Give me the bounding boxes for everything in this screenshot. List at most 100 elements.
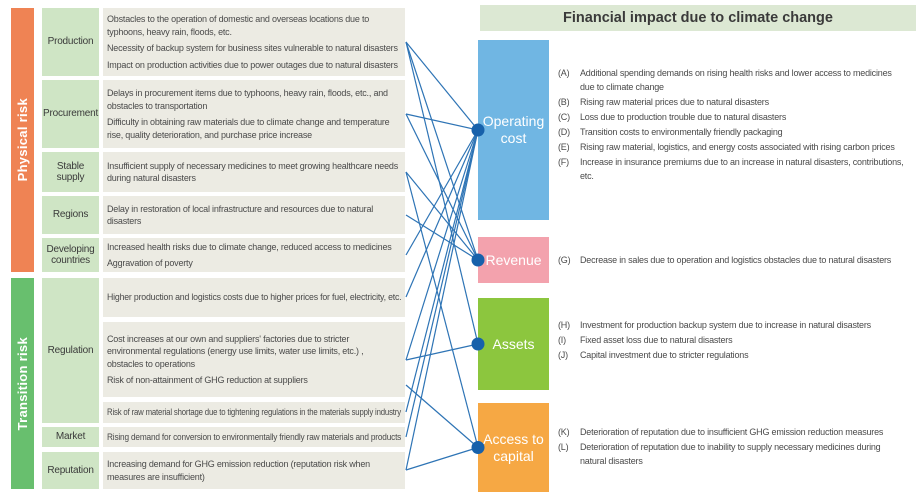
- impact-item-key: (F): [558, 157, 569, 167]
- text-line: Decrease in sales due to operation and l…: [580, 255, 892, 265]
- impact-list-operating-cost: (A) Additional spending demands on rising…: [558, 66, 914, 184]
- financial-impact-title: Financial impact due to climate change: [480, 5, 916, 31]
- risk-label-regions: Regions: [42, 196, 99, 234]
- risk-item: Increasing demand for GHG emission reduc…: [107, 458, 401, 483]
- text-line: measures are insufficient): [107, 471, 205, 482]
- risk-cell-procurement-0: Delays in procurement items due to typho…: [103, 80, 405, 148]
- risk-item: Higher production and logistics costs du…: [107, 291, 402, 304]
- impact-item-line: Additional spending demands on rising he…: [580, 66, 914, 80]
- impact-item-line: Deterioration of reputation due to inabi…: [580, 440, 914, 454]
- impact-item-text: Deterioration of reputation due to insuf…: [580, 425, 914, 439]
- impact-item: (I) Fixed asset loss due to natural disas…: [558, 333, 914, 347]
- impact-item-key: (H): [558, 320, 570, 330]
- impact-item-text: Decrease in sales due to operation and l…: [580, 253, 914, 267]
- risk-label-market: Market: [42, 427, 99, 447]
- text-line: Investment for production backup system …: [580, 320, 871, 330]
- sidebar-label-physical: Physical risk: [15, 98, 30, 182]
- text-line: rise, quality deterioration, and purchas…: [107, 129, 312, 140]
- text-line: Risk of raw material shortage due to tig…: [107, 407, 401, 418]
- impact-item: (B)Rising raw material prices due to nat…: [558, 95, 914, 109]
- risk-row-regions: Regions Delay in restoration of local inf…: [42, 196, 405, 234]
- impact-item-line: Rising raw material prices due to natura…: [580, 95, 914, 109]
- impact-item-key: (I): [558, 335, 566, 345]
- text-line: Risk of non-attainment of GHG reduction …: [107, 375, 308, 385]
- impact-item-key: (E): [558, 142, 570, 152]
- risk-label-procurement: Procurement: [42, 80, 99, 148]
- impact-item: (C)Loss due to production trouble due to…: [558, 110, 914, 124]
- connection-line-market-operating-cost: [405, 129, 479, 438]
- impact-item-line: Transition costs to environmentally frie…: [580, 125, 914, 139]
- connection-line-regulation-2-operating-cost: [405, 129, 479, 413]
- impact-item: (H) Investment for production backup syst…: [558, 318, 914, 332]
- risk-item-line: Delay in restoration of local infrastruc…: [107, 203, 401, 216]
- risk-row-procurement: Procurement Delays in procurement items d…: [42, 80, 405, 148]
- connection-line-stable-supply-access-capital: [405, 171, 479, 448]
- text-line: Increasing demand for GHG emission reduc…: [107, 459, 370, 469]
- risk-cell-stable-supply-0: Insufficient supply of necessary medicin…: [103, 152, 405, 192]
- risk-item: Increased health risks due to climate ch…: [107, 241, 401, 254]
- risk-item-line: Risk of raw material shortage due to tig…: [107, 406, 401, 419]
- risk-item: Cost increases at our own and suppliers'…: [107, 333, 401, 371]
- risk-item: Rising demand for conversion to environm…: [107, 431, 401, 444]
- impact-item-line: natural disasters: [580, 454, 914, 468]
- impact-item-text: Rising raw material prices due to natura…: [580, 95, 914, 109]
- impact-item-line: Fixed asset loss due to natural disaster…: [580, 333, 914, 347]
- impact-item-key: (L): [558, 442, 569, 452]
- text-line: during natural disasters: [107, 173, 196, 183]
- impact-item-text: Increase in insurance premiums due to an…: [580, 155, 914, 183]
- impact-item-text: Investment for production backup system …: [580, 318, 914, 332]
- impact-item-key: (A): [558, 68, 570, 78]
- impact-item-text: Transition costs to environmentally frie…: [580, 125, 914, 139]
- impact-item-text: Rising raw material, logistics, and ener…: [580, 140, 914, 154]
- impact-box-revenue: Revenue: [478, 237, 549, 283]
- connection-line-regulation-0-operating-cost: [405, 129, 479, 298]
- impact-list-revenue: (G)Decrease in sales due to operation an…: [558, 253, 914, 268]
- text-line: Insufficient supply of necessary medicin…: [107, 160, 399, 171]
- impact-item-text: Additional spending demands on rising he…: [580, 66, 914, 94]
- impact-item-line: Capital investment due to stricter regul…: [580, 348, 914, 362]
- impact-item-line: Rising raw material, logistics, and ener…: [580, 140, 914, 154]
- impact-box-operating-cost: Operating cost: [478, 40, 549, 220]
- risk-item: Difficulty in obtaining raw materials du…: [107, 116, 401, 141]
- risk-label-stable-supply: Stable supply: [42, 152, 99, 192]
- risk-item-line: during natural disasters: [107, 172, 401, 185]
- risk-item: Necessity of backup system for business …: [107, 42, 401, 55]
- risk-item-line: Increasing demand for GHG emission reduc…: [107, 458, 401, 471]
- text-line: Transition costs to environmentally frie…: [580, 127, 783, 137]
- connection-line-regulation-ghg-access-capital: [405, 384, 479, 448]
- text-line: due to climate change: [580, 82, 664, 92]
- text-line: Capital investment due to stricter regul…: [580, 350, 749, 360]
- risk-label-regulation: Regulation: [42, 278, 99, 423]
- risk-item: Risk of non-attainment of GHG reduction …: [107, 374, 401, 387]
- risk-item-line: environmental regulations (energy use li…: [107, 345, 401, 358]
- impact-item-key: (K): [558, 427, 570, 437]
- impact-item-key: (D): [558, 127, 570, 137]
- impact-item-line: Investment for production backup system …: [580, 318, 914, 332]
- text-line: natural disasters: [580, 456, 643, 466]
- risk-item-line: Increased health risks due to climate ch…: [107, 241, 401, 254]
- text-line: Rising demand for conversion to environm…: [107, 431, 402, 442]
- impact-item: (L) Deterioration of reputation due to in…: [558, 440, 914, 468]
- connection-line-procurement-revenue: [405, 113, 479, 261]
- sidebar-transition: Transition risk: [11, 278, 34, 489]
- impact-item-key: (J): [558, 350, 568, 360]
- connection-line-regulation-1-assets: [405, 343, 479, 361]
- impact-box-access-capital: Access to capital: [478, 403, 549, 492]
- risk-item: Delay in restoration of local infrastruc…: [107, 203, 401, 228]
- risk-item-line: Cost increases at our own and suppliers'…: [107, 333, 401, 346]
- connection-line-stable-supply-revenue: [405, 171, 479, 261]
- connection-line-production-assets: [405, 41, 479, 345]
- risk-row-market: Market Rising demand for conversion to en…: [42, 427, 405, 447]
- risk-item-line: typhoons, heavy rain, floods, etc.: [107, 26, 401, 39]
- impact-item: (E) Rising raw material, logistics, and e…: [558, 140, 914, 154]
- risk-cell-regulation-2: Risk of raw material shortage due to tig…: [103, 402, 405, 423]
- risk-item-line: Higher production and logistics costs du…: [107, 291, 402, 304]
- impact-item-line: Decrease in sales due to operation and l…: [580, 253, 914, 267]
- impact-item-text: Fixed asset loss due to natural disaster…: [580, 333, 914, 347]
- text-line: etc.: [580, 171, 594, 181]
- impact-item-line: Increase in insurance premiums due to an…: [580, 155, 914, 169]
- text-line: Delays in procurement items due to typho…: [107, 88, 388, 98]
